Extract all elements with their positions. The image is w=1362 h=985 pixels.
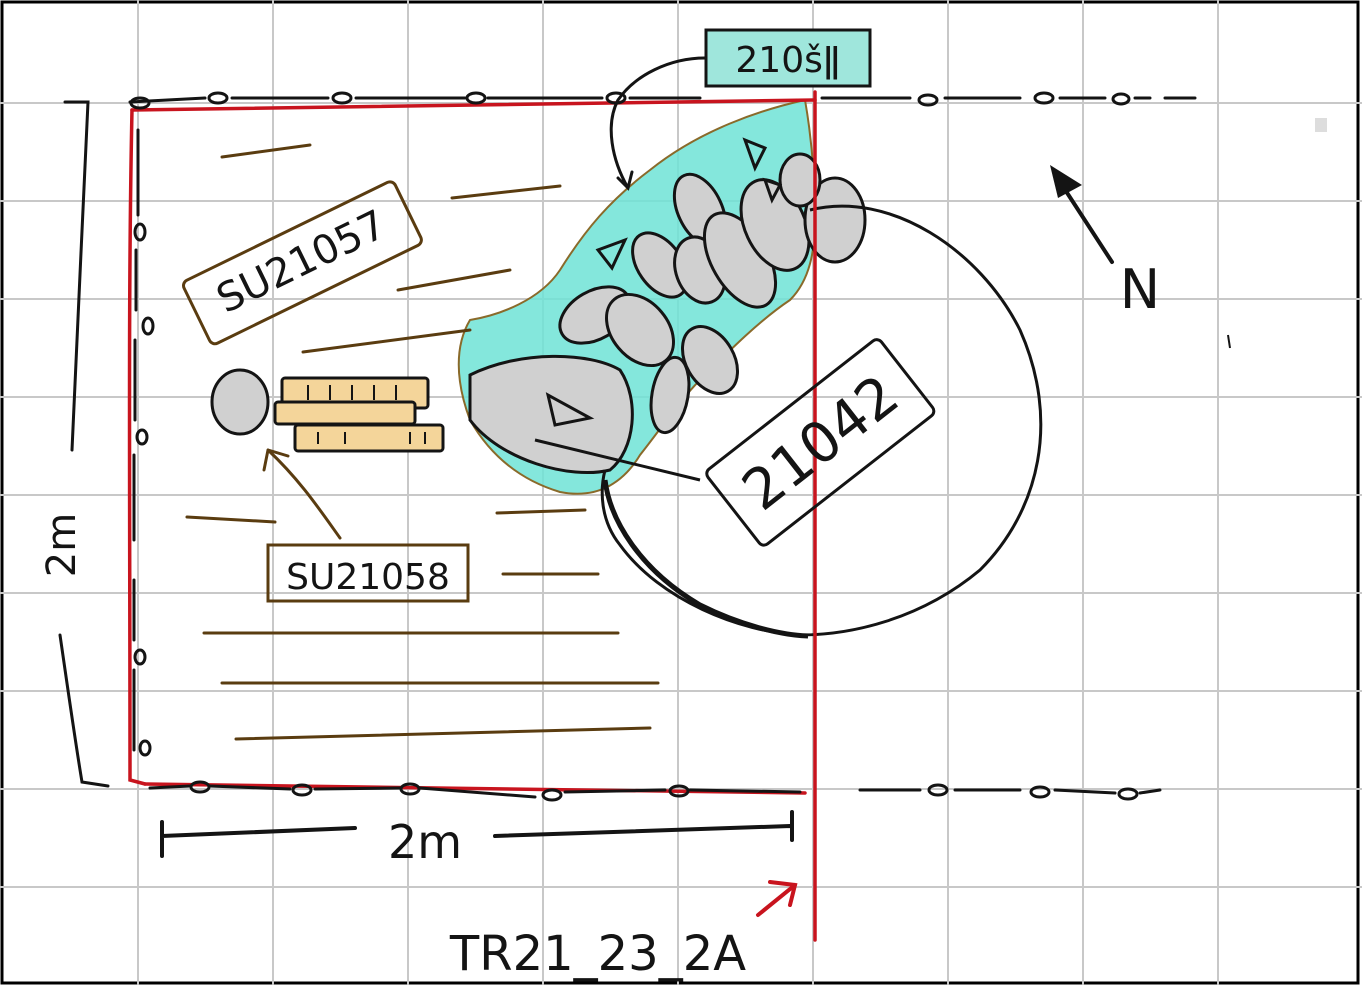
pencil-tick xyxy=(1227,334,1231,349)
section-arrow xyxy=(756,880,798,917)
string-line-bottom xyxy=(148,780,1162,802)
string-line-top xyxy=(128,91,1197,110)
width-scale-bar xyxy=(160,810,794,858)
cut-circle-heavy-edge xyxy=(602,479,809,639)
pencil-mark xyxy=(1315,118,1327,132)
height-scale-bar xyxy=(58,100,110,788)
label-box-top xyxy=(704,28,872,88)
label-context-top: 210šǁ xyxy=(735,40,840,81)
leader-su21058 xyxy=(262,448,342,540)
width-scale-label: 2m xyxy=(388,815,462,869)
section-id-label: TR21_23_2A xyxy=(449,926,746,982)
label-box-su21058 xyxy=(266,543,470,603)
cut-circle-21042 xyxy=(600,204,1043,637)
hatching xyxy=(185,143,660,741)
north-arrow-icon xyxy=(1050,165,1114,264)
label-cut-21042: 21042 xyxy=(731,363,911,524)
string-line-left xyxy=(132,128,155,757)
label-box-su21057 xyxy=(182,180,423,346)
label-su21057: SU21057 xyxy=(210,202,394,323)
stone-triangles xyxy=(534,137,783,482)
leader-21061 xyxy=(609,56,707,191)
north-label: N xyxy=(1120,258,1160,321)
label-su21058: SU21058 xyxy=(286,557,450,598)
label-box-21042 xyxy=(705,338,936,547)
height-scale-label: 2m xyxy=(39,513,85,577)
brick-feature xyxy=(273,376,445,453)
